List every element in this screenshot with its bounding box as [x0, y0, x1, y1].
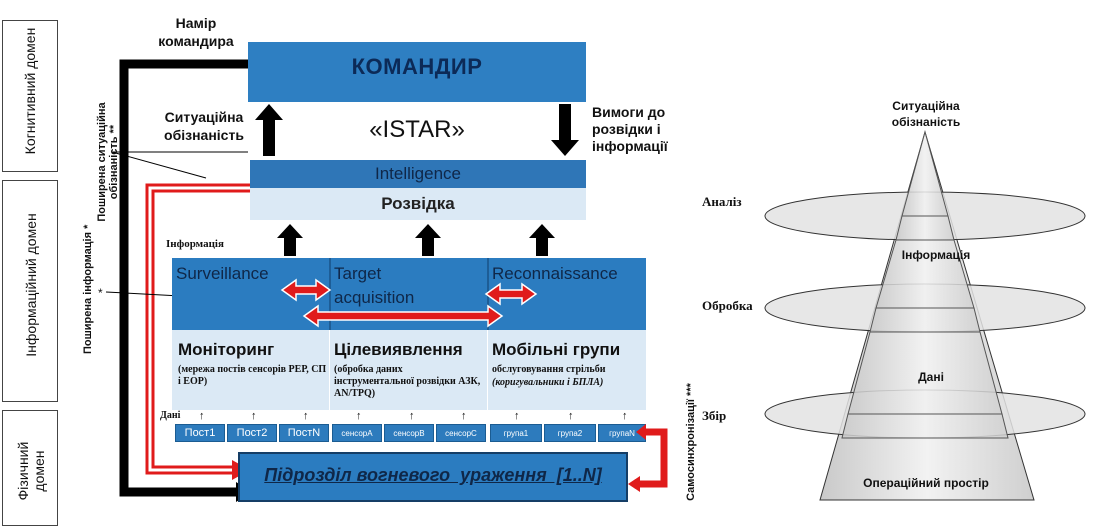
razvidka-box: Розвідка [250, 188, 586, 220]
analysis-label: Аналіз [702, 194, 742, 209]
intelligence-label: Intelligence [374, 164, 461, 183]
cognitive-domain-box: Когнитивний домен [2, 20, 58, 172]
data-arrow: ↑ [568, 410, 574, 422]
data-arrow: ↑ [199, 410, 205, 422]
istar-band [248, 102, 586, 160]
group-n: групаN [598, 424, 646, 442]
post-2: Пост2 [227, 424, 277, 442]
reconnaissance-label: Reconnaissance [492, 264, 618, 283]
targeting-title: Цілевиявлення [334, 340, 463, 359]
mobile-desc-1: обслуговування стрільби [492, 364, 606, 375]
red-double-arrows [280, 278, 538, 328]
intelligence-box: Intelligence [250, 160, 586, 188]
monitoring-desc: (мережа постів сенсорів РЕР, СП і ЕОР) [178, 364, 327, 387]
data-arrow: ↑ [622, 410, 628, 422]
isr-divider-1 [329, 258, 331, 330]
self-sync-label: Самосинхронізації *** [685, 383, 697, 501]
arrow-up-target [415, 224, 441, 256]
information-label: Інформація [166, 238, 224, 250]
sensor-c: сенсорС [436, 424, 486, 442]
razvidka-label: Розвідка [381, 194, 455, 213]
post-1: Пост1 [175, 424, 225, 442]
data-arrow: ↑ [461, 410, 467, 422]
self-sync-arrow [628, 424, 668, 492]
sensor-a: сенсорА [332, 424, 382, 442]
pyramid-top-label: Ситуаційна обізнаність [891, 99, 961, 129]
monitoring-title: Моніторинг [178, 340, 275, 359]
post-n: ПостN [279, 424, 329, 442]
arrow-up-surveillance [277, 224, 303, 256]
operational-space-label: Операційний простір [863, 476, 989, 490]
data-arrow: ↑ [251, 410, 257, 422]
shared-info-star: * [98, 286, 103, 300]
information-pyramid-label: Інформація [901, 248, 971, 262]
data-arrow: ↑ [303, 410, 309, 422]
requirements-label: Вимоги до розвідки і інформації [592, 104, 668, 154]
surveillance-label: Surveillance [176, 264, 269, 283]
data-label: Дані [160, 410, 181, 421]
group-2: група2 [544, 424, 596, 442]
commander-intent-label: Намір командира [158, 15, 234, 49]
sensor-b: сенсорВ [384, 424, 434, 442]
data-pyramid-label: Дані [918, 370, 944, 384]
informational-domain-box: Інформаційний домен [2, 180, 58, 402]
pyramid-shape [764, 130, 1086, 501]
group-1: група1 [490, 424, 542, 442]
processing-label: Обробка [702, 298, 753, 313]
arrow-up-awareness [255, 104, 283, 156]
mobile-desc-2: (коригувальники і БПЛА) [492, 377, 604, 388]
data-arrow: ↑ [356, 410, 362, 422]
situational-awareness-label: Ситуаційна обізнаність [164, 109, 244, 143]
data-arrow: ↑ [514, 410, 520, 422]
col-divider-1 [329, 330, 330, 410]
data-arrow: ↑ [409, 410, 415, 422]
arrow-up-recon [529, 224, 555, 256]
collection-label: Збір [702, 408, 727, 423]
columns-band [172, 330, 646, 410]
physical-domain-box: Фізичний домен [2, 410, 58, 526]
target-label-2: acquisition [334, 288, 415, 307]
istar-label: «ISTAR» [369, 116, 465, 143]
target-label-1: Target [334, 264, 382, 283]
fire-unit-box: Підрозділ вогневого ураження [1..N] [238, 452, 628, 502]
fire-unit-label: Підрозділ вогневого ураження [1..N] [264, 465, 602, 485]
mobile-title: Мобільні групи [492, 340, 621, 359]
commander-box: КОМАНДИР [248, 42, 586, 102]
arrow-down-requirements [551, 104, 579, 156]
col-divider-2 [487, 330, 488, 410]
commander-title: КОМАНДИР [351, 54, 483, 79]
targeting-desc: (обробка даних інструментальної розвідки… [334, 364, 481, 399]
